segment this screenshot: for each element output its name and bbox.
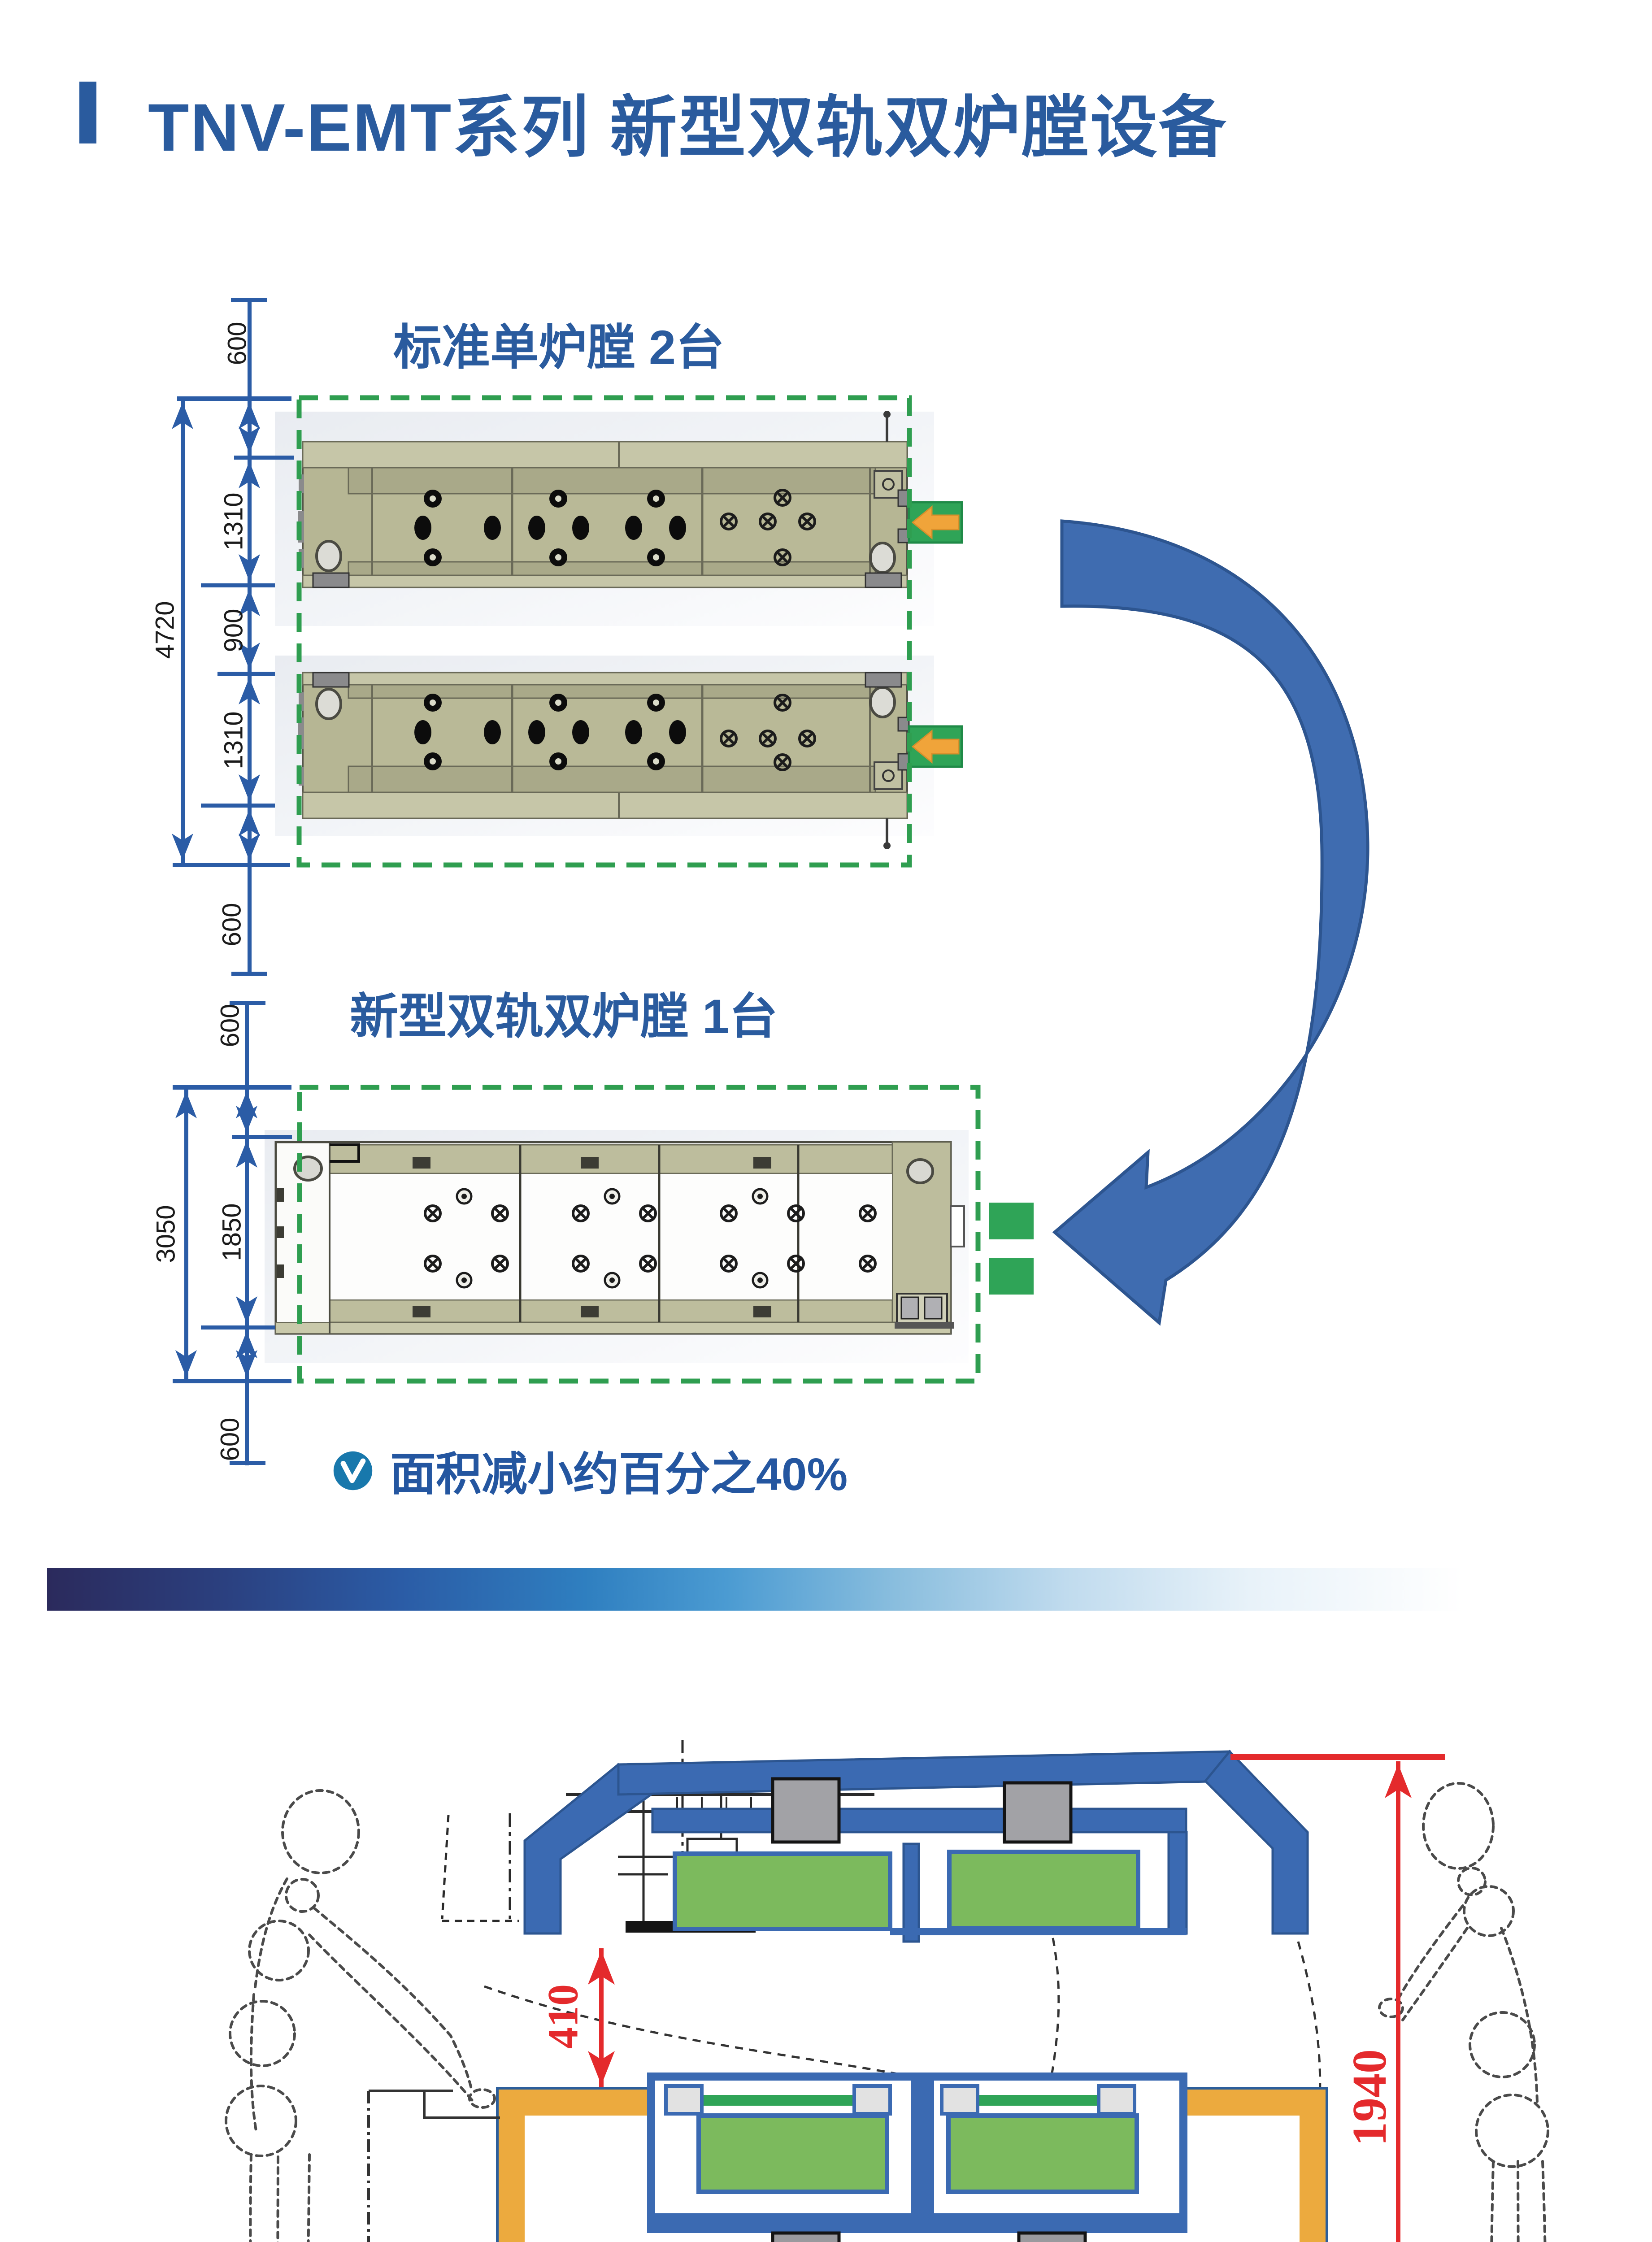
standard-plan-diagram: 600 1310 900 1310 600 4720 — [150, 298, 962, 976]
dim-lift-stroke: 410 — [539, 1984, 587, 2049]
transform-curved-arrow — [1052, 519, 1369, 1326]
dim-top-clearance: 600 — [222, 322, 252, 365]
operator-figure-left — [225, 1789, 496, 2242]
new-plan-diagram: 600 1850 600 3050 — [151, 1001, 1034, 1465]
red-dimensions — [588, 1754, 1445, 2242]
rail-indicator-1 — [989, 1203, 1034, 1239]
title-accent-bar — [79, 82, 96, 143]
area-reduction-note: 面积减小约百分之40% — [333, 1438, 848, 1503]
dim-bottom-clearance: 600 — [217, 903, 246, 947]
dim-new-top-clearance: 600 — [215, 1004, 244, 1047]
operator-figure-right — [1378, 1782, 1549, 2242]
area-reduction-text: 面积减小约百分之40% — [390, 1449, 848, 1500]
section-label-standard: 标准单炉膛 2台 — [393, 320, 725, 374]
new-dimensions — [173, 1001, 292, 1465]
side-elevation-diagram: 410 1940 — [225, 1740, 1549, 2242]
rail-indicator-2 — [989, 1258, 1034, 1295]
dim-overall-standard: 4720 — [150, 601, 179, 659]
dim-overall-new: 3050 — [151, 1205, 180, 1263]
dim-unit2: 1310 — [219, 711, 248, 769]
standard-dimensions — [172, 298, 294, 976]
gradient-divider-bar — [47, 1568, 1463, 1611]
dim-unit1: 1310 — [219, 492, 248, 550]
section-label-new: 新型双轨双炉膛 1台 — [349, 989, 778, 1043]
raised-lid-hood — [523, 1750, 1309, 1943]
footprint-dashed-box-standard — [296, 395, 912, 868]
page-title: TNV-EMT系列 新型双轨双炉膛设备 — [148, 90, 1227, 165]
dim-new-body: 1850 — [217, 1203, 246, 1261]
dim-open-height: 1940 — [1343, 2049, 1396, 2146]
new-machine — [274, 1141, 965, 1335]
lower-body — [367, 2073, 1328, 2242]
dim-new-bottom-clearance: 600 — [215, 1418, 244, 1461]
dim-gap: 900 — [219, 609, 248, 652]
feed-direction-arrow-2 — [909, 726, 962, 767]
feed-direction-arrow-1 — [909, 502, 962, 543]
v-circle-icon — [333, 1451, 373, 1490]
footprint-dashed-box-new — [297, 1085, 981, 1384]
